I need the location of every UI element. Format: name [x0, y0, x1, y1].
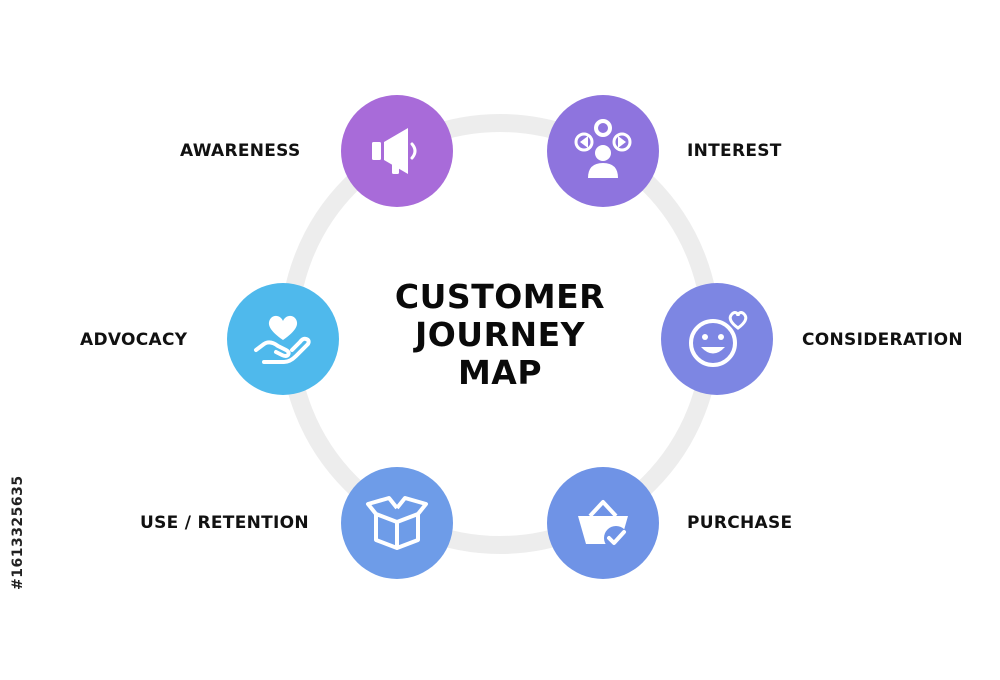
- purchase-label: PURCHASE: [687, 513, 793, 533]
- basket-check-icon: [578, 500, 628, 550]
- title-line-2: JOURNEY: [414, 315, 586, 354]
- advocacy-label: ADVOCACY: [80, 330, 188, 350]
- consideration-label: CONSIDERATION: [802, 330, 963, 350]
- use-retention-node: [341, 467, 453, 579]
- interest-label: INTEREST: [687, 141, 782, 161]
- megaphone-icon: [372, 128, 417, 174]
- awareness-label: AWARENESS: [180, 141, 301, 161]
- purchase-node: [547, 467, 659, 579]
- advocacy-node: [227, 283, 339, 395]
- awareness-node: [341, 95, 453, 207]
- title-line-3: MAP: [457, 353, 543, 392]
- consideration-node: [661, 283, 773, 395]
- person-ideas-icon: [574, 119, 632, 178]
- interest-node: [547, 95, 659, 207]
- smiley-heart-icon: [689, 311, 748, 367]
- heart-hand-icon: [254, 315, 311, 364]
- open-box-icon: [366, 496, 428, 550]
- diagram-title: CUSTOMER JOURNEY MAP: [360, 278, 640, 392]
- side-id-text: #1613325635: [10, 475, 26, 590]
- title-line-1: CUSTOMER: [394, 277, 606, 316]
- use-retention-label: USE / RETENTION: [140, 513, 309, 533]
